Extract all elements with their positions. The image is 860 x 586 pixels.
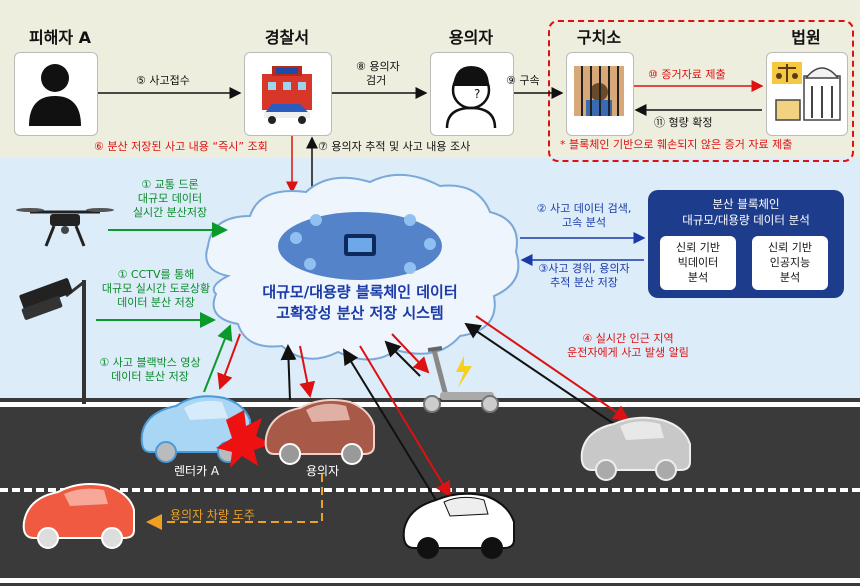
label-evidence: ⑩ 증거자료 제출	[648, 68, 726, 81]
arrow-suspect-up	[280, 344, 297, 401]
arrow-cloud-rental	[217, 333, 241, 390]
svg-text:?: ?	[474, 87, 480, 101]
label-arrest-2: 검거	[366, 74, 387, 87]
label-search: ② 사고 데이터 검색,고속 분석	[536, 202, 632, 229]
bigdata-box	[660, 236, 736, 290]
escaping-car	[22, 483, 135, 549]
label-escape: 용의자 차량 도주	[170, 508, 255, 522]
arrow-blackbox	[203, 324, 233, 393]
label-blockchain-note: * 블록체인 기반으로 훼손되지 않은 증거 자료 제출	[560, 138, 793, 151]
suspect-title: 용의자	[448, 28, 494, 47]
suspect-icon: ?	[445, 66, 497, 129]
arrow-alert	[475, 315, 630, 422]
arrow-to-scooter	[391, 333, 430, 374]
nearby-car	[580, 416, 691, 481]
label-instant-query: ⑥ 분산 저장된 사고 내용 “즉시” 조회	[94, 140, 268, 153]
white-car	[402, 492, 515, 559]
road-edge-bottom	[0, 578, 860, 583]
victim-title: 피해자 A	[28, 28, 92, 47]
judicial-group	[548, 20, 854, 162]
escape-path	[146, 474, 323, 530]
label-rental-car: 렌터카 A	[174, 464, 220, 478]
court-icon	[772, 62, 841, 121]
arrow-white-car-up	[342, 348, 437, 501]
jail-title: 구치소	[576, 28, 622, 47]
label-sentence: ⑪ 형량 확정	[654, 116, 713, 129]
police-title: 경찰서	[264, 28, 310, 47]
label-arrest-1: ⑧ 용의자	[356, 60, 400, 73]
arrow-to-white-car	[359, 345, 452, 498]
crash-icon	[216, 410, 272, 468]
suspect-car	[264, 399, 375, 465]
cctv-icon	[19, 278, 86, 404]
arrow-alert-back	[464, 322, 621, 429]
scooter-icon	[423, 346, 499, 413]
arrow-suspect-down	[299, 345, 316, 398]
person-icon	[29, 64, 81, 126]
arrow-scooter-up	[384, 340, 421, 377]
cloud-shape	[205, 173, 520, 361]
ai-box	[752, 236, 828, 290]
court-title: 법원	[791, 28, 821, 47]
label-report: ⑤ 사고접수	[136, 74, 190, 87]
police-station-icon	[262, 66, 312, 124]
label-suspect-car: 용의자	[306, 464, 340, 478]
label-detain: ⑨ 구속	[506, 74, 540, 87]
drone-icon	[16, 208, 114, 247]
label-track: ⑦ 용의자 추적 및 사고 내용 조사	[318, 140, 471, 153]
jail-icon	[574, 66, 624, 116]
